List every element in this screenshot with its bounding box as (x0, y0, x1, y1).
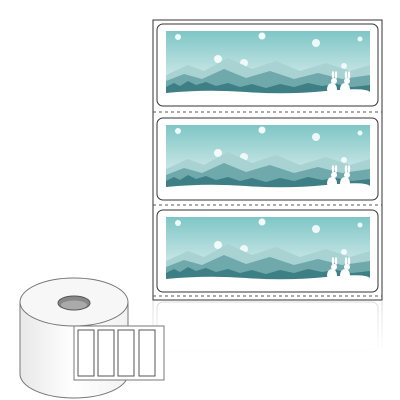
label-strip (152, 19, 383, 301)
roll-front-labels (73, 325, 165, 381)
roll-label-4 (138, 329, 156, 377)
label-roll (19, 277, 165, 399)
strip-reflection (150, 300, 386, 352)
roll-label-1 (77, 329, 95, 377)
label-3 (156, 209, 379, 293)
roll-label-3 (117, 329, 135, 377)
label-2 (156, 117, 379, 201)
roll-label-2 (97, 329, 115, 377)
label-1 (156, 23, 379, 107)
